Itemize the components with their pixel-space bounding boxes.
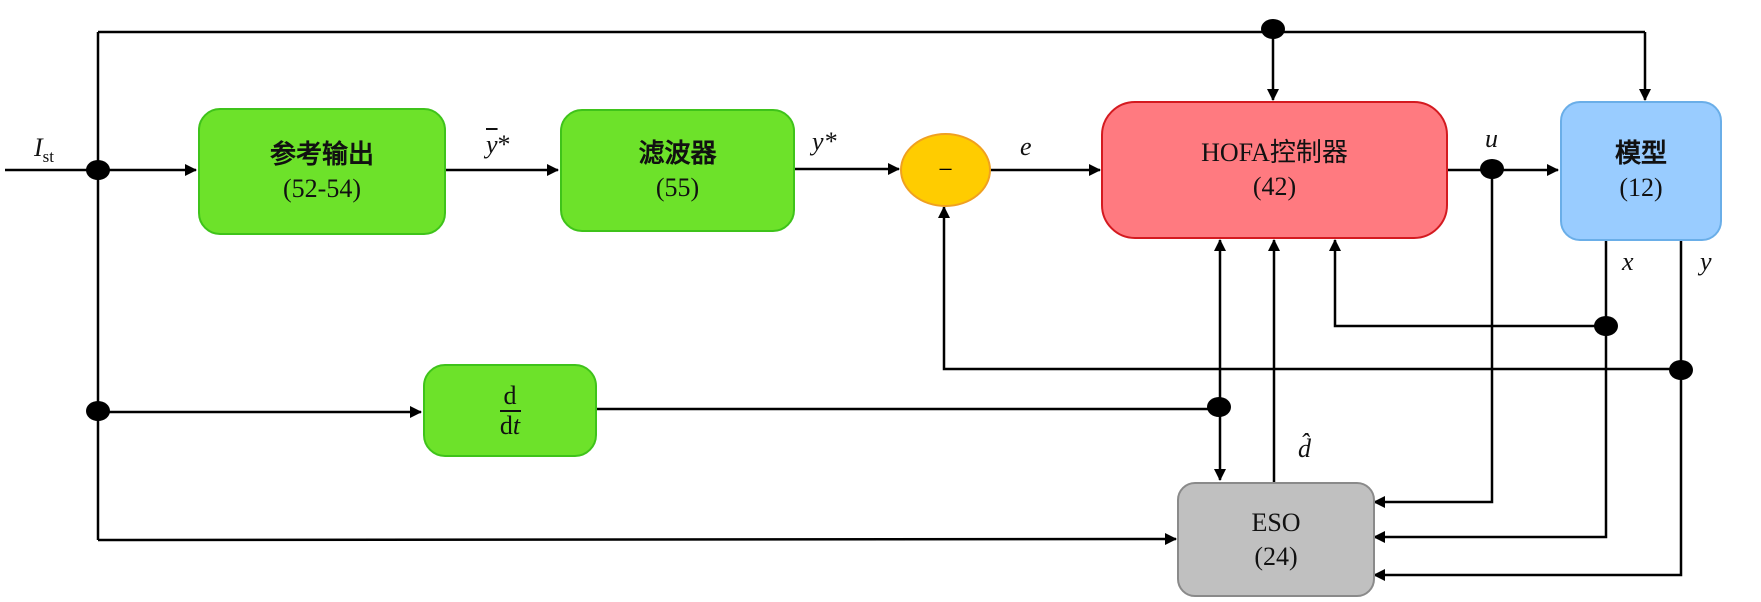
eso-block[interactable]: ESO (24) [1177, 482, 1375, 597]
equation-ref: (55) [655, 172, 700, 202]
wire-u-eso [1373, 170, 1494, 508]
junction-dot [1207, 397, 1231, 417]
den-d: d [499, 410, 513, 440]
junction-dot [1261, 19, 1285, 39]
wire-y-eso [1373, 240, 1683, 581]
derivative-fraction: d dt [499, 381, 521, 440]
block-title: 滤波器 [638, 138, 717, 169]
signal-label-y: y [1700, 247, 1712, 276]
signal-label-dhat: d̂ [1298, 434, 1311, 463]
signal-label-ybar-star: y* [486, 130, 511, 160]
wire-x-hofa [1329, 239, 1606, 328]
signal-label-y-star: y* [812, 127, 837, 156]
label-i: I [34, 133, 43, 162]
wire-x-eso [1373, 240, 1608, 543]
label-star: * [497, 130, 511, 159]
wire-input-eso [97, 533, 1177, 546]
equation-ref: (24) [1254, 541, 1298, 571]
label-ybar: y [486, 130, 498, 159]
block-title: ESO [1251, 507, 1301, 537]
junction-dot [1594, 316, 1618, 336]
derivative-block[interactable]: d dt [423, 364, 597, 457]
signal-label-ist: Ist [34, 133, 54, 167]
summing-junction[interactable]: − [900, 133, 991, 207]
minus-sign: − [938, 155, 953, 184]
block-title: 参考输出 [269, 139, 374, 170]
junction-dot [86, 160, 110, 180]
hofa-controller-block[interactable]: HOFA控制器 (42) [1101, 101, 1448, 239]
equation-ref: (42) [1252, 172, 1297, 201]
label-st: st [42, 147, 55, 167]
filter-block[interactable]: 滤波器 (55) [560, 109, 795, 232]
junction-dot [86, 401, 110, 421]
signal-label-u: u [1485, 124, 1498, 153]
wire-y-sum [938, 206, 1681, 371]
equation-ref: (12) [1619, 173, 1663, 202]
fraction-numerator: d [499, 381, 521, 412]
reference-output-block[interactable]: 参考输出 (52-54) [198, 108, 446, 235]
equation-ref: (52-54) [283, 173, 361, 203]
block-title: HOFA控制器 [1201, 138, 1348, 167]
den-t: t [512, 410, 521, 440]
signal-label-e: e [1020, 132, 1032, 161]
block-title: 模型 [1614, 139, 1667, 169]
model-block[interactable]: 模型 (12) [1560, 101, 1722, 241]
fraction-denominator: dt [499, 410, 521, 440]
junction-dot [1669, 360, 1693, 380]
signal-label-x: x [1622, 247, 1634, 276]
junction-dot [1480, 159, 1504, 179]
